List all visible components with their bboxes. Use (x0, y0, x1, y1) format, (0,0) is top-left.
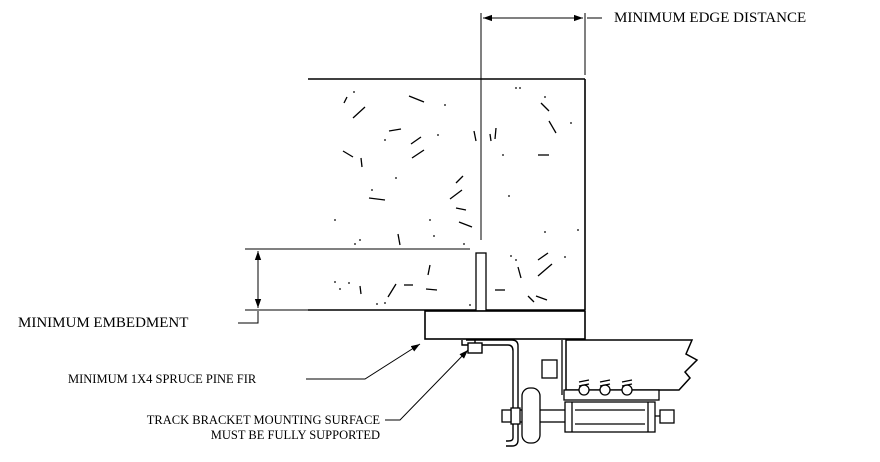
concrete-wall (308, 78, 586, 311)
anchor-bolt (475, 252, 487, 312)
leader-lines (306, 343, 469, 421)
wood-header (424, 310, 586, 340)
embedment-dimension (238, 248, 470, 324)
track-bracket (461, 339, 519, 447)
concrete-texture (342, 95, 557, 303)
edge-distance-label: MINIMUM EDGE DISTANCE (614, 10, 807, 26)
edge-distance-dimension (483, 13, 602, 75)
embedment-label: MINIMUM EMBEDMENT (18, 315, 189, 331)
spruce-label: MINIMUM 1X4 SPRUCE PINE FIR (68, 372, 257, 386)
concrete-dots (334, 87, 579, 306)
hinge-assembly (541, 359, 660, 433)
bracket-label-line2: MUST BE FULLY SUPPORTED (210, 428, 380, 442)
bracket-label-line1: TRACK BRACKET MOUNTING SURFACE (146, 413, 380, 427)
door-panel (565, 339, 699, 391)
